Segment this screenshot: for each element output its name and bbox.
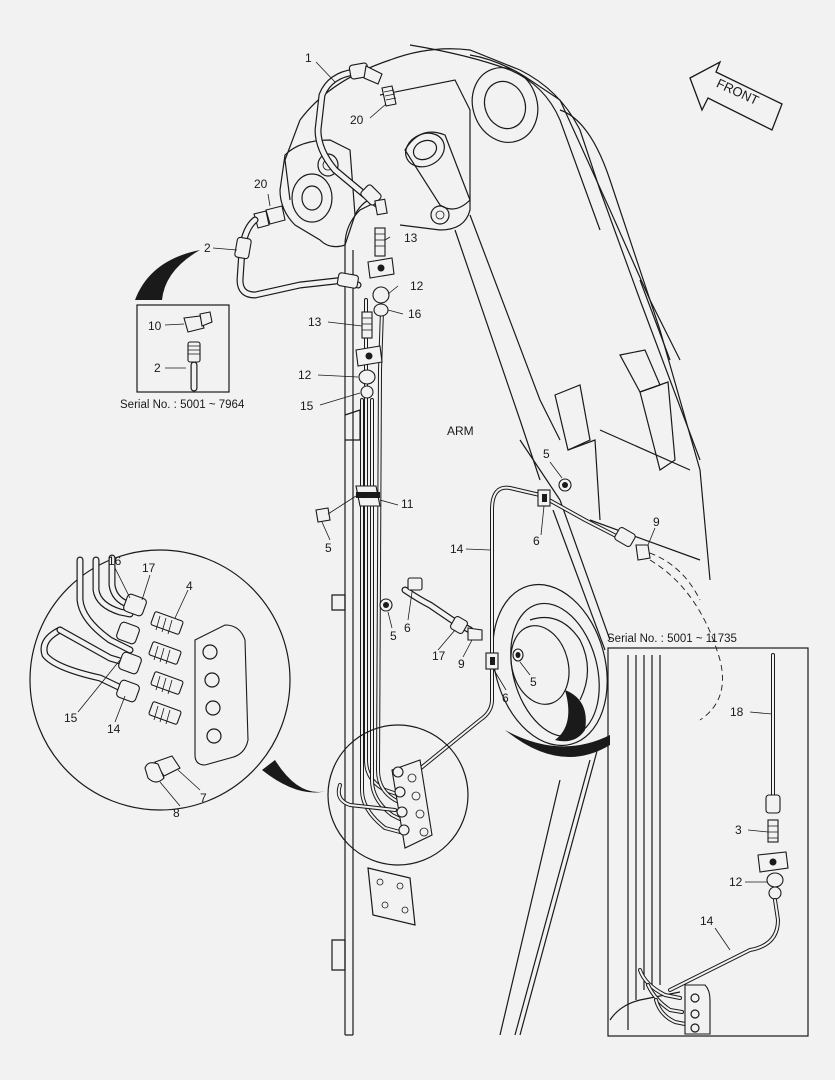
label-14-inset: 14 (107, 722, 121, 736)
pointer-left-inset (262, 760, 330, 793)
label-12-inset: 12 (729, 875, 743, 889)
pointer-top-inset (135, 250, 200, 300)
fitting-20-right (381, 85, 397, 107)
label-15-mid: 15 (300, 399, 314, 413)
label-16-top: 16 (408, 307, 422, 321)
hose-2 (234, 216, 362, 299)
label-13-mid: 13 (308, 315, 322, 329)
connectors-4 (148, 611, 184, 725)
label-18: 18 (730, 705, 744, 719)
label-11: 11 (401, 497, 414, 511)
label-5-low: 5 (530, 675, 537, 689)
hose-17 (379, 577, 524, 670)
label-9-mid: 9 (458, 657, 465, 671)
label-20-left: 20 (254, 177, 268, 191)
label-7: 7 (200, 791, 207, 805)
label-2-inset: 2 (154, 361, 161, 375)
inset-right-caption: Serial No. : 5001 ~ 11735 (607, 633, 737, 645)
label-8: 8 (173, 806, 180, 820)
label-5-mid: 5 (390, 629, 397, 643)
label-5-left: 5 (325, 541, 332, 555)
label-3: 3 (735, 823, 742, 837)
label-1: 1 (305, 51, 312, 65)
inset-top-caption: Serial No. : 5001 ~ 7964 (120, 399, 245, 411)
label-4: 4 (186, 579, 193, 593)
label-5-top: 5 (543, 447, 550, 461)
label-17-inset: 17 (142, 561, 156, 575)
label-17-mid: 17 (432, 649, 446, 663)
label-20-top: 20 (350, 113, 364, 127)
label-14-mid: 14 (450, 542, 464, 556)
label-10: 10 (148, 319, 162, 333)
label-9-right: 9 (653, 515, 660, 529)
part-labels: 1 20 20 2 13 12 16 13 10 2 12 15 11 5 5 … (64, 51, 744, 928)
hose-1 (314, 62, 388, 216)
vertical-pipes (360, 298, 407, 834)
label-6-mid: 6 (404, 621, 411, 635)
block-circle-detail (327, 724, 469, 866)
arm-label: ARM (447, 424, 474, 438)
front-arrow-icon: FRONT (689, 60, 783, 131)
label-13-top: 13 (404, 231, 418, 245)
arm-body (279, 44, 723, 1036)
label-12-mid: 12 (298, 368, 312, 382)
label-15-inset: 15 (64, 711, 78, 725)
label-6-low: 6 (502, 691, 509, 705)
fitting-20-left (253, 205, 286, 229)
fitting-stack (355, 227, 395, 399)
pointer-right-inset (505, 730, 610, 757)
label-2-main: 2 (204, 241, 211, 255)
label-16-inset: 16 (108, 554, 122, 568)
cylinder-boss (492, 583, 608, 747)
label-14-inset-right: 14 (700, 914, 714, 928)
inset-circle-block (29, 549, 291, 811)
clamp-11 (315, 485, 381, 523)
inset-serial-11735: Serial No. : 5001 ~ 11735 (607, 633, 809, 1037)
label-12-top: 12 (410, 279, 424, 293)
leader-lines (77, 61, 773, 951)
inset-serial-7964: Serial No. : 5001 ~ 7964 (120, 304, 245, 411)
label-6-top: 6 (533, 534, 540, 548)
pipe-14 (398, 478, 651, 787)
